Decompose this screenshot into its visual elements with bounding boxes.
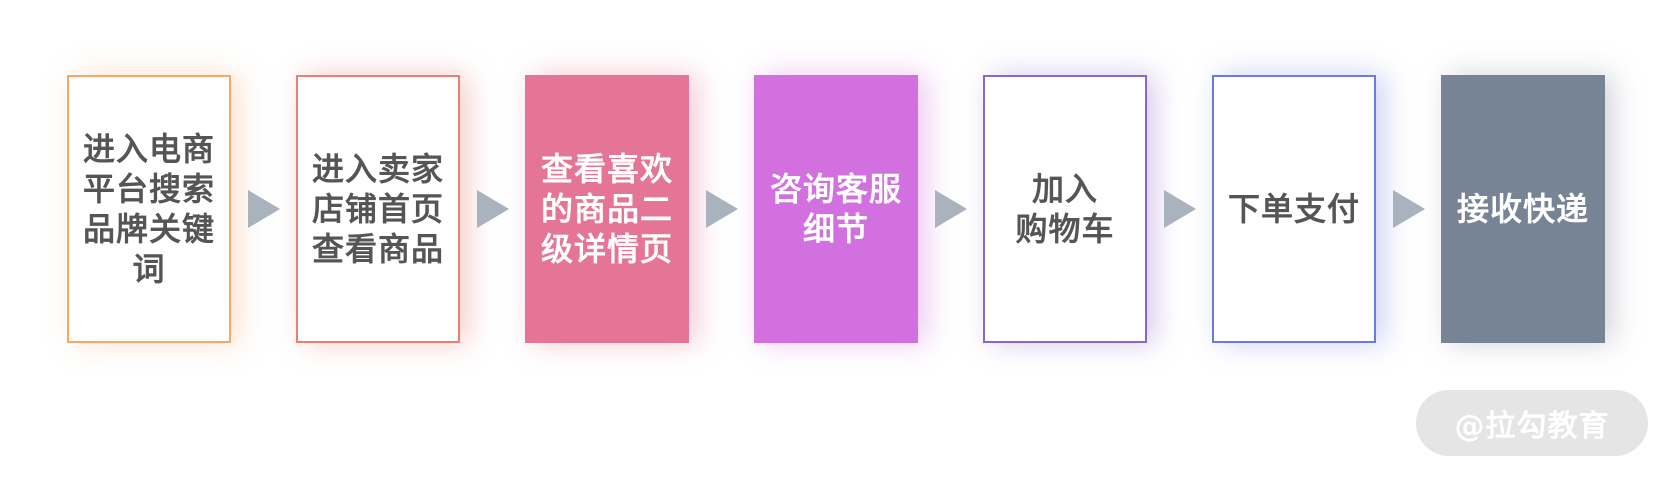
step-receive-delivery: 接收快递 <box>1441 75 1605 343</box>
watermark-text: @拉勾教育 <box>1454 409 1610 444</box>
step-label: 咨询客服 细节 <box>769 170 902 248</box>
step-view-product-detail: 查看喜欢 的商品二 级详情页 <box>525 75 689 343</box>
arrow-right-icon <box>477 190 509 228</box>
step-label: 接收快递 <box>1456 190 1589 228</box>
arrow-right-icon <box>1164 190 1196 228</box>
step-search-brand-keyword: 进入电商 平台搜索 品牌关键 词 <box>67 75 231 343</box>
step-label: 加入 购物车 <box>1015 170 1115 248</box>
step-label: 进入卖家 店铺首页 查看商品 <box>311 150 444 268</box>
step-add-to-cart: 加入 购物车 <box>983 75 1147 343</box>
arrow-right-icon <box>248 190 280 228</box>
watermark-badge: @拉勾教育 <box>1416 390 1648 456</box>
arrow-right-icon <box>935 190 967 228</box>
step-enter-seller-store: 进入卖家 店铺首页 查看商品 <box>296 75 460 343</box>
arrow-right-icon <box>706 190 738 228</box>
step-consult-customer-service: 咨询客服 细节 <box>754 75 918 343</box>
step-label: 进入电商 平台搜索 品牌关键 词 <box>82 130 215 288</box>
step-place-order-pay: 下单支付 <box>1212 75 1376 343</box>
arrow-right-icon <box>1393 190 1425 228</box>
step-label: 查看喜欢 的商品二 级详情页 <box>540 150 673 268</box>
step-label: 下单支付 <box>1227 190 1360 228</box>
